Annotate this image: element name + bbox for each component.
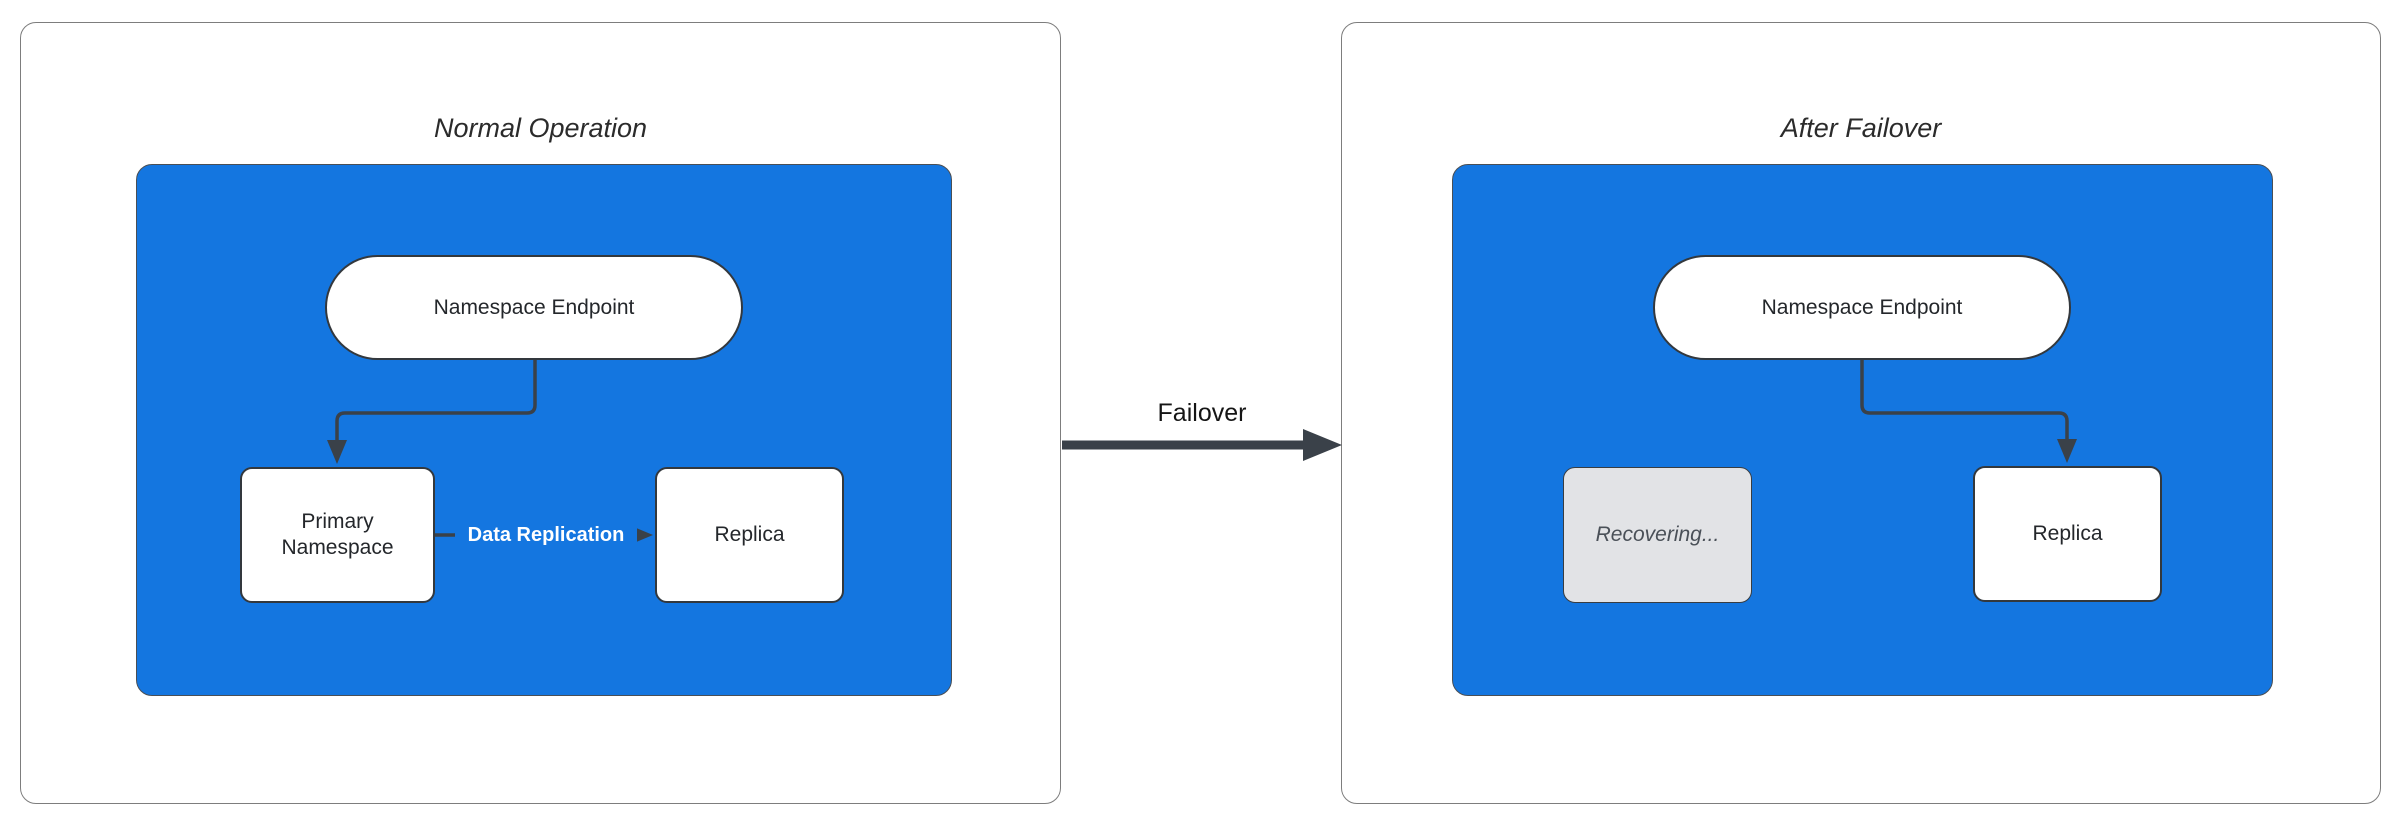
arrowhead-failover: [1303, 429, 1342, 461]
node-primary-namespace-label: Primary Namespace: [281, 509, 394, 559]
node-namespace-endpoint-left: Namespace Endpoint: [325, 255, 743, 360]
node-replica-left: Replica: [655, 467, 844, 603]
edge-label-failover: Failover: [1157, 399, 1247, 427]
node-replica-right-label: Replica: [2032, 521, 2103, 545]
panel-title-normal-operation: Normal Operation: [433, 113, 648, 143]
node-namespace-endpoint-right-label: Namespace Endpoint: [1761, 295, 1963, 319]
node-recovering-label: Recovering...: [1595, 523, 1720, 546]
node-primary-namespace: Primary Namespace: [240, 467, 435, 603]
node-recovering: Recovering...: [1563, 467, 1752, 603]
cluster-after-failover: [1452, 164, 2273, 696]
node-namespace-endpoint-right: Namespace Endpoint: [1653, 255, 2071, 360]
node-replica-left-label: Replica: [714, 522, 785, 546]
node-namespace-endpoint-left-label: Namespace Endpoint: [433, 295, 635, 319]
cluster-normal-operation: [136, 164, 952, 696]
edge-label-data-replication: Data Replication: [455, 521, 637, 549]
node-replica-right: Replica: [1973, 466, 2162, 602]
panel-title-after-failover: After Failover: [1780, 113, 1942, 143]
